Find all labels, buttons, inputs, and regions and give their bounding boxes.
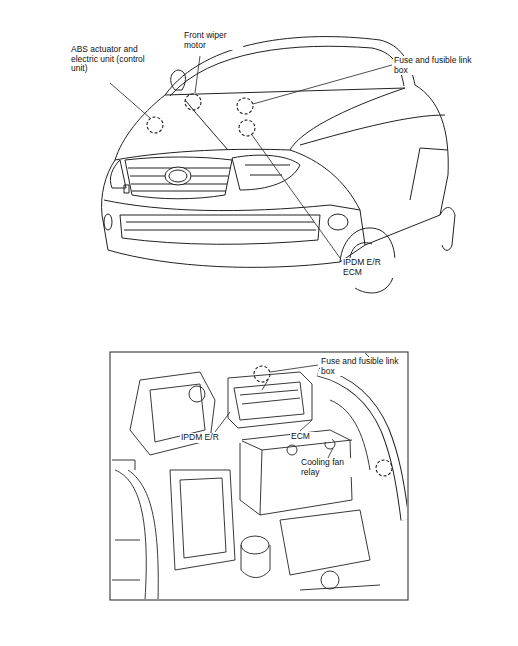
leader-lines — [110, 56, 392, 458]
engine-bay — [112, 353, 405, 599]
part-label: IPDM E/R — [180, 433, 242, 443]
part-label: ABS actuator and electric unit (control … — [70, 45, 158, 74]
part-label: IPDM E/R — [342, 258, 404, 268]
part-label: ECM — [290, 432, 332, 442]
part-label: Fuse and fusible link box — [320, 357, 400, 376]
part-label: ECM — [342, 268, 404, 278]
part-label: Front wiper motor — [183, 31, 243, 50]
part-label: Cooling fan relay — [300, 458, 360, 477]
engine-bay-frame — [110, 352, 408, 600]
part-label: Fuse and fusible link box — [393, 56, 487, 75]
location-circles — [147, 94, 392, 476]
